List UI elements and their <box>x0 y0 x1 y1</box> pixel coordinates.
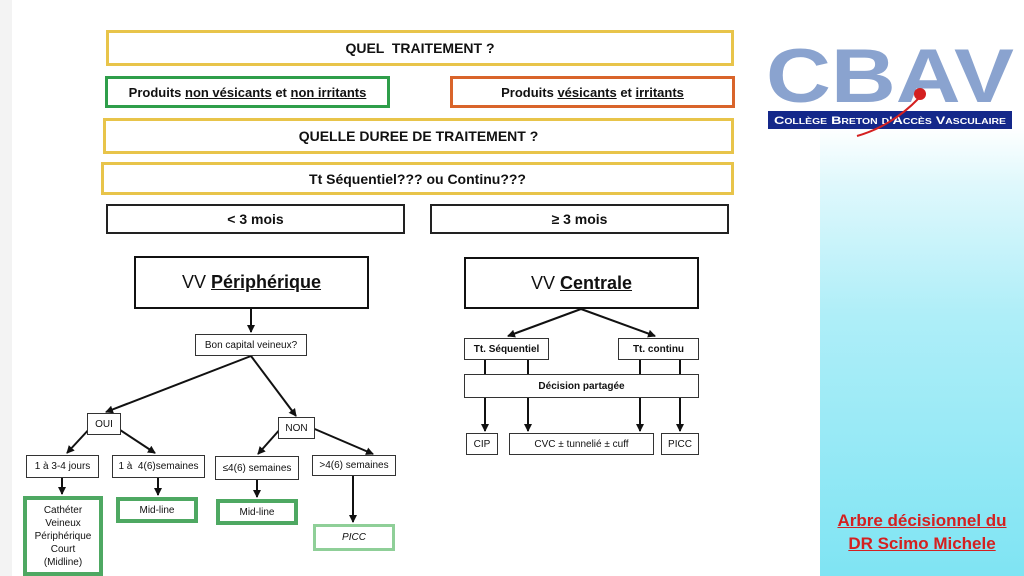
shared-decision-text: Décision partagée <box>538 380 625 392</box>
arrow-central-to-continuous <box>580 308 656 338</box>
central-vein-box: VV Centrale <box>464 257 699 309</box>
catheter-line-1: Cathéter <box>43 504 83 516</box>
treatment-question-box: QUEL TRAITEMENT ? <box>106 30 734 66</box>
catheter-line-5: (Midline) <box>43 556 83 568</box>
cip-box: CIP <box>466 433 498 455</box>
yes-long-duration-text: 1 à 4(6)semaines <box>118 461 199 472</box>
catheter-line-4: Court <box>50 543 76 555</box>
non-vesicant-text: Produits non vésicants et non irritants <box>128 84 367 100</box>
mode-question-text: Tt Séquentiel??? ou Continu??? <box>309 170 526 187</box>
arrow-central-to-sequential <box>507 308 582 338</box>
duration-question-text: QUELLE DUREE DE TRAITEMENT ? <box>298 128 539 144</box>
arrow-no-to-long <box>309 426 374 455</box>
footer-line-1: Arbre décisionnel du <box>837 511 1007 530</box>
long-duration-box: ≥ 3 mois <box>430 204 729 234</box>
yes-long-duration-box: 1 à 4(6)semaines <box>112 455 205 478</box>
shared-decision-box: Décision partagée <box>464 374 699 398</box>
catheter-line-2: Veineux <box>45 517 81 529</box>
central-picc-text: PICC <box>668 438 692 450</box>
logo-letters: CBAV <box>766 40 1014 119</box>
logo-needle-line <box>856 97 920 137</box>
peripheral-catheter-box: Cathéter Veineux Périphérique Court (Mid… <box>23 496 103 576</box>
short-duration-text: < 3 mois <box>227 211 284 227</box>
logo-banner <box>768 111 1012 129</box>
no-short-duration-text: ≤4(6) semaines <box>222 462 292 474</box>
cvc-text: CVC ± tunnelié ± cuff <box>534 438 629 450</box>
venous-capital-question-box: Bon capital veineux? <box>195 334 307 356</box>
no-long-duration-box: >4(6) semaines <box>312 455 396 476</box>
central-picc-box: PICC <box>661 433 699 455</box>
logo-red-dot <box>914 88 926 100</box>
vesicant-text: Produits vésicants et irritants <box>501 84 684 100</box>
arrow-question-to-no <box>250 355 297 417</box>
mode-question-box: Tt Séquentiel??? ou Continu??? <box>101 162 734 195</box>
cbav-logo: CBAV Collège Breton d'Accès Vasculaire <box>766 40 1014 137</box>
venous-capital-question-text: Bon capital veineux? <box>204 339 298 351</box>
vesicant-box: Produits vésicants et irritants <box>450 76 735 108</box>
midline-text-1: Mid-line <box>139 504 175 516</box>
peripheral-vein-box: VV Périphérique <box>134 256 369 309</box>
footer-caption: Arbre décisionnel du DR Scimo Michele <box>822 509 1022 555</box>
continuous-box: Tt. continu <box>618 338 699 360</box>
central-vein-title: VV Centrale <box>530 272 633 293</box>
yes-short-duration-text: 1 à 3-4 jours <box>34 461 91 472</box>
non-vesicant-box: Produits non vésicants et non irritants <box>105 76 390 108</box>
continuous-text: Tt. continu <box>632 343 685 355</box>
cvc-box: CVC ± tunnelié ± cuff <box>509 433 654 455</box>
sequential-text: Tt. Séquentiel <box>473 343 540 355</box>
cip-text: CIP <box>473 438 491 450</box>
catheter-line-3: Périphérique <box>34 530 92 542</box>
peripheral-picc-text: PICC <box>342 532 366 543</box>
short-duration-box: < 3 mois <box>106 204 405 234</box>
no-long-duration-text: >4(6) semaines <box>319 460 389 471</box>
no-box: NON <box>278 417 315 439</box>
arrow-question-to-yes <box>105 355 252 414</box>
peripheral-picc-box: PICC <box>313 524 395 551</box>
long-duration-text: ≥ 3 mois <box>551 211 608 227</box>
midline-box-1: Mid-line <box>116 497 198 523</box>
treatment-question-text: QUEL TRAITEMENT ? <box>345 40 495 56</box>
duration-question-box: QUELLE DUREE DE TRAITEMENT ? <box>103 118 734 154</box>
left-margin-strip <box>0 0 12 576</box>
yes-box: OUI <box>87 413 121 435</box>
midline-text-2: Mid-line <box>239 506 275 518</box>
sequential-box: Tt. Séquentiel <box>464 338 549 360</box>
no-short-duration-box: ≤4(6) semaines <box>215 456 299 480</box>
midline-box-2: Mid-line <box>216 499 298 525</box>
footer-line-2: DR Scimo Michele <box>848 534 996 553</box>
yes-short-duration-box: 1 à 3-4 jours <box>26 455 99 478</box>
no-text: NON <box>285 422 308 434</box>
peripheral-vein-title: VV Périphérique <box>181 272 322 292</box>
yes-text: OUI <box>95 418 113 430</box>
